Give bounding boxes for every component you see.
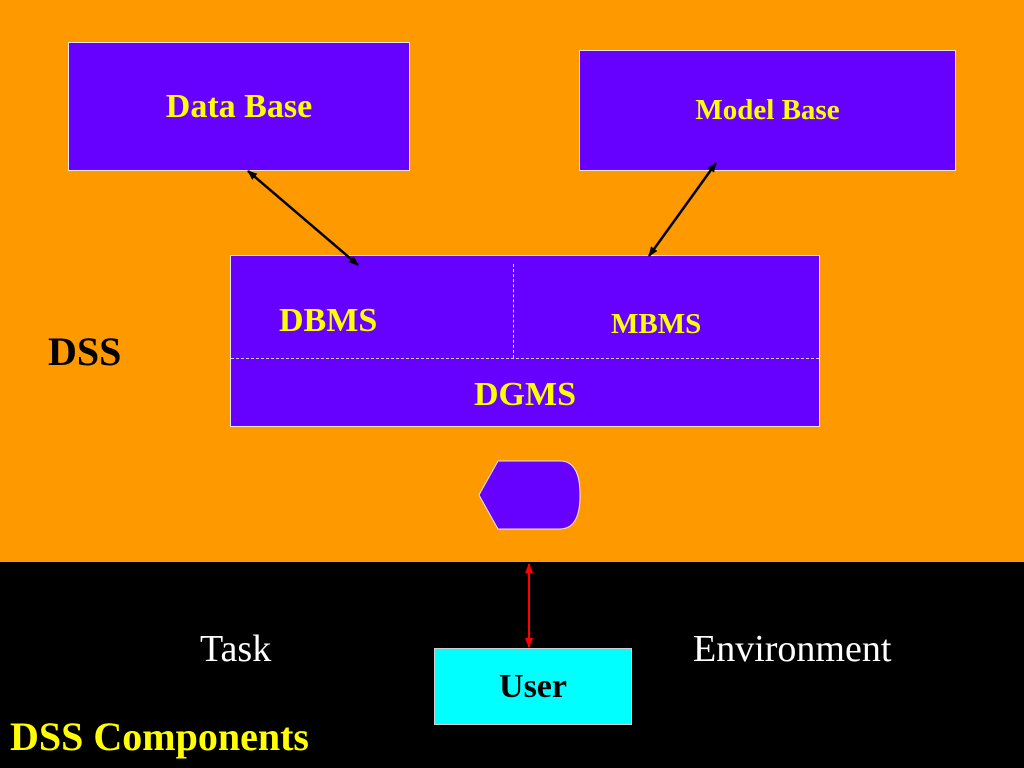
- database-dbms-arrow: [247, 170, 359, 266]
- management-systems-box: DBMS MBMS DGMS: [230, 255, 820, 427]
- database-label: Data Base: [165, 87, 313, 125]
- user-label: User: [499, 667, 567, 705]
- slide-title: DSS Components: [10, 714, 309, 759]
- dialog-interface-shape: [478, 460, 581, 530]
- database-box: Data Base: [68, 42, 410, 171]
- dss-label: DSS: [48, 329, 122, 374]
- dgms-label: DGMS: [474, 376, 576, 413]
- mbms-label: MBMS: [611, 308, 702, 340]
- vertical-divider: [513, 264, 514, 358]
- modelbase-mbms-arrow: [647, 162, 718, 257]
- horizontal-divider: [231, 358, 819, 359]
- model-base-label: Model Base: [695, 94, 840, 126]
- task-label: Task: [200, 628, 272, 670]
- user-box: User: [434, 648, 632, 725]
- environment-label: Environment: [693, 628, 892, 670]
- dbms-label: DBMS: [279, 302, 378, 339]
- model-base-box: Model Base: [579, 50, 956, 171]
